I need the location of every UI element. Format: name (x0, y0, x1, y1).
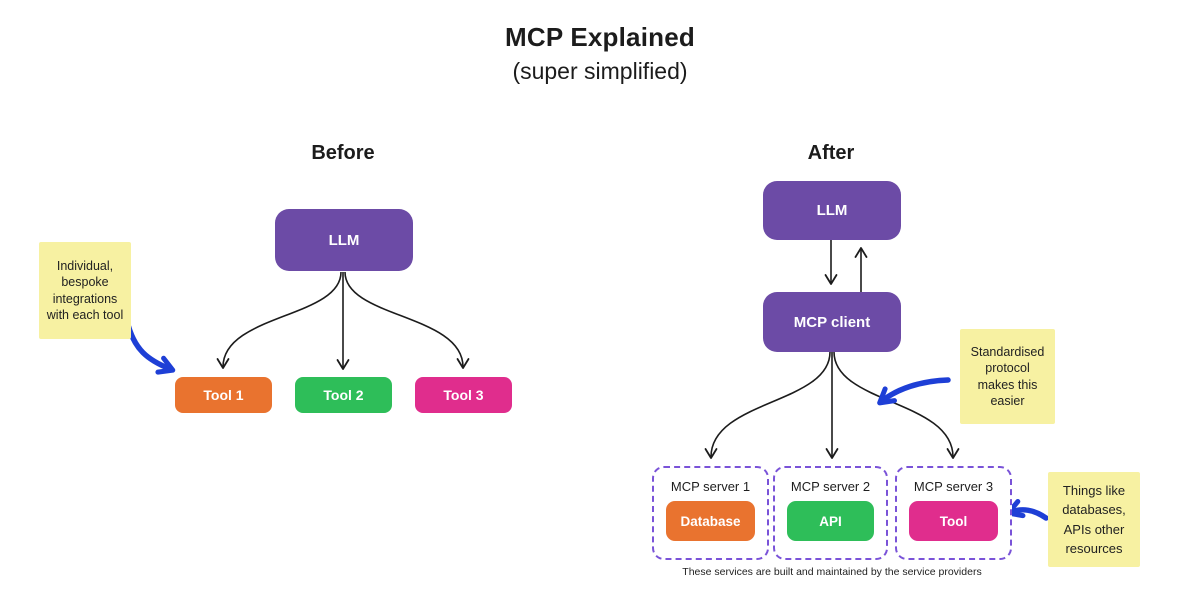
before-llm-box: LLM (275, 209, 413, 271)
mcp-server-1-label: MCP server 1 (670, 479, 751, 494)
mcp-server-1-group: MCP server 1 Database (652, 466, 769, 560)
before-llm-to-tool1-arrow (216, 271, 342, 369)
note-protocol: Standardised protocol makes this easier (960, 329, 1055, 424)
note-resources: Things like databases, APIs other resour… (1048, 472, 1140, 567)
before-heading: Before (311, 142, 375, 164)
after-client-to-server1-arrow (704, 351, 831, 459)
tool-3-box: Tool 3 (415, 377, 512, 413)
page-title: MCP Explained (505, 22, 695, 52)
after-llm-box: LLM (763, 181, 901, 240)
note-resources-annotation-arrow (1005, 499, 1049, 521)
api-box: API (787, 501, 874, 541)
mcp-server-2-group: MCP server 2 API (773, 466, 888, 560)
mcp-server-2-label: MCP server 2 (790, 479, 871, 494)
note-integrations-annotation-arrow (124, 318, 176, 375)
database-box: Database (666, 501, 755, 541)
note-integrations: Individual, bespoke integrations with ea… (39, 242, 131, 339)
after-heading: After (807, 142, 855, 164)
mcp-server-3-group: MCP server 3 Tool (895, 466, 1012, 560)
after-client-to-server3-arrow (833, 351, 960, 459)
tool-2-box: Tool 2 (295, 377, 392, 413)
servers-caption: These services are built and maintained … (682, 566, 982, 578)
mcp-client-box: MCP client (763, 292, 901, 352)
page-subtitle: (super simplified) (512, 58, 688, 84)
tool-1-box: Tool 1 (175, 377, 272, 413)
tool-box: Tool (909, 501, 998, 541)
before-llm-to-tool3-arrow (344, 271, 470, 369)
note-protocol-annotation-arrow (877, 377, 951, 406)
mcp-server-3-label: MCP server 3 (913, 479, 994, 494)
